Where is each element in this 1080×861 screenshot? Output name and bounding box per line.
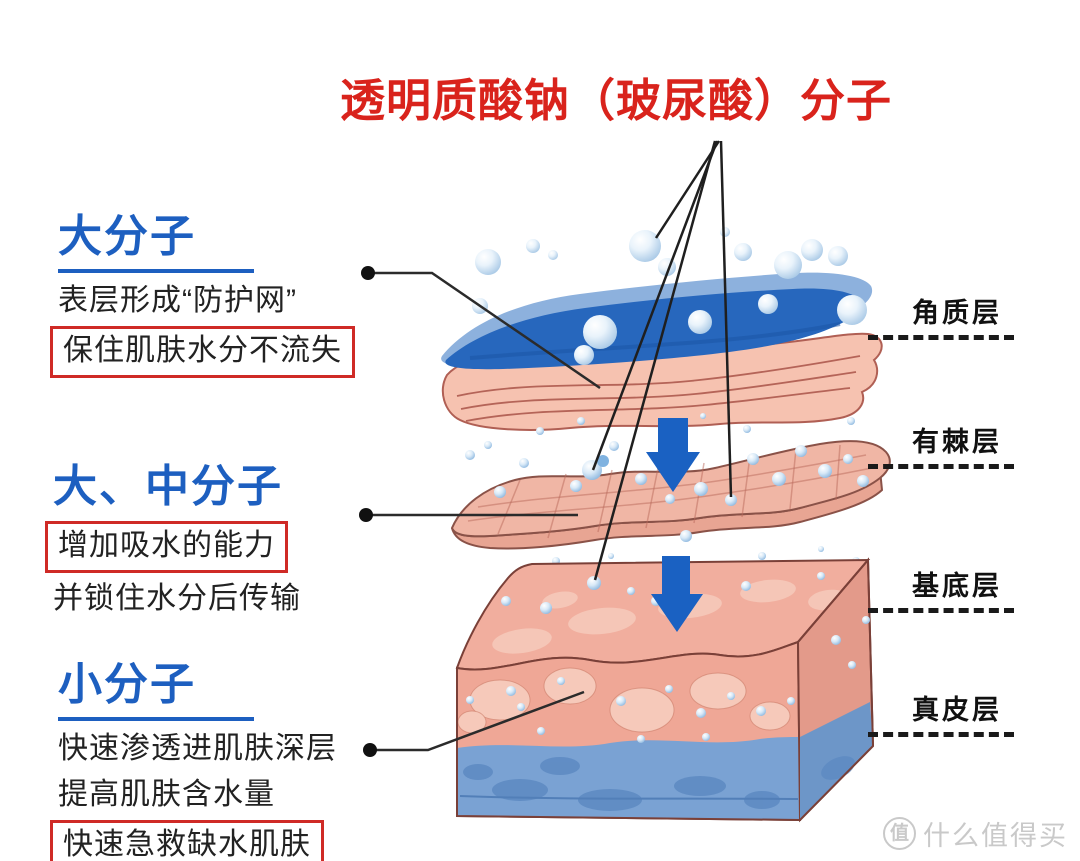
- section-heading-large-medium: 大、中分子: [53, 462, 283, 511]
- section-small-molecule: 小分子 快速渗透进肌肤深层 提高肌肤含水量 快速急救缺水肌肤: [50, 648, 337, 861]
- section-heading-small: 小分子: [58, 648, 254, 721]
- watermark-text: 什么值得买: [923, 821, 1068, 851]
- site-watermark: 值 什么值得买: [883, 814, 1068, 853]
- section-large-medium-molecule: 大、中分子 增加吸水的能力 并锁住水分后传输: [45, 450, 301, 619]
- highlight-box: 快速急救缺水肌肤: [50, 820, 324, 861]
- dashed-leader-line: [868, 464, 1014, 469]
- title-pointer-lines: [591, 140, 733, 581]
- dashed-leader-line: [868, 732, 1014, 737]
- down-arrow-icon: [651, 556, 703, 632]
- layer-label-text: 角质层: [912, 298, 1002, 328]
- smzdm-logo-icon: 值: [883, 817, 916, 850]
- callout-connector-medium: [359, 508, 578, 522]
- molecule-bubbles-bottom: [466, 572, 870, 743]
- basal-dermis-block-art: [455, 557, 875, 823]
- highlight-box: 保住肌肤水分不流失: [50, 326, 355, 378]
- layer-label-text: 有棘层: [912, 427, 1002, 457]
- stratum-corneum-layer-art: [441, 272, 883, 431]
- callout-connector-small: [363, 690, 585, 757]
- layer-label-text: 基底层: [912, 571, 1002, 601]
- dashed-leader-line: [868, 335, 1014, 340]
- section-line: 表层形成“防护网”: [58, 284, 297, 317]
- section-line: 快速渗透进肌肤深层: [58, 732, 337, 765]
- layer-label-text: 真皮层: [912, 695, 1002, 725]
- layer-label-basal: 基底层: [868, 564, 1018, 613]
- down-arrow-icon: [646, 418, 700, 492]
- section-large-molecule: 大分子 表层形成“防护网” 保住肌肤水分不流失: [50, 200, 355, 378]
- highlight-box: 增加吸水的能力: [45, 521, 288, 573]
- page-title: 透明质酸钠（玻尿酸）分子: [340, 75, 893, 126]
- layer-label-stratum-corneum: 角质层: [868, 291, 1018, 340]
- section-line: 提高肌肤含水量: [58, 778, 275, 811]
- molecule-bubbles-middle: [465, 413, 869, 565]
- section-line: 并锁住水分后传输: [53, 582, 301, 615]
- section-heading-large: 大分子: [58, 200, 254, 273]
- layer-label-spinous: 有棘层: [868, 420, 1018, 469]
- callout-connector-large: [361, 266, 601, 390]
- layer-label-dermis: 真皮层: [868, 688, 1018, 737]
- dashed-leader-line: [868, 608, 1014, 613]
